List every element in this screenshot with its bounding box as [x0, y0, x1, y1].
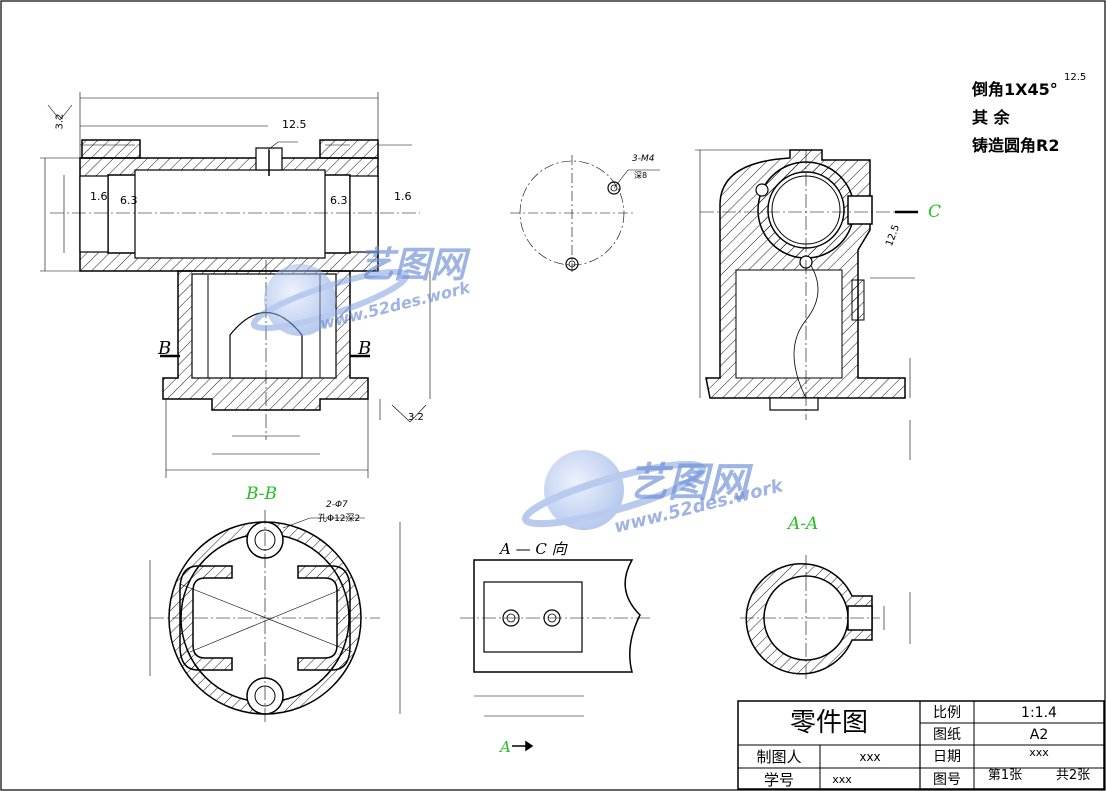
watermark-logo [250, 264, 707, 530]
title-drawing-no-label: 图号 [933, 772, 961, 788]
title-sheet-value: A2 [1029, 727, 1049, 743]
note-chamfer: 倒角1X45° [972, 80, 1058, 99]
view-ac [460, 559, 650, 752]
view-ac-label: A — C 向 [500, 540, 567, 558]
title-drawn-by-label: 制图人 [756, 748, 802, 766]
section-aa-view [740, 555, 911, 680]
cut-a-arrow-label: A [500, 738, 511, 756]
roughness-6-3-right: 6.3 [330, 194, 348, 207]
roughness-3-2-base: 3.2 [408, 412, 424, 423]
hole-note-bottom: 深8 [634, 171, 648, 180]
hole-pattern-view [510, 155, 660, 272]
title-date-value: xxx [1029, 746, 1049, 759]
note-fillet: 铸造圆角R2 [972, 136, 1060, 155]
front-view-dimensions [40, 92, 431, 478]
title-scale-value: 1:1.4 [1021, 705, 1057, 721]
section-bb-label: B-B [246, 484, 278, 504]
title-scale-label: 比例 [933, 705, 961, 721]
roughness-3-2-top: 3.2 [54, 113, 66, 130]
hole-bb-note-bottom: 孔Φ12深2 [318, 514, 361, 524]
section-c-label: C [928, 202, 942, 222]
title-sheet-label: 图纸 [933, 727, 961, 743]
roughness-6-3-left: 6.3 [120, 194, 138, 207]
title-block-grid [737, 700, 1105, 790]
title-drawn-by-value: xxx [859, 750, 881, 764]
watermark-brand-2: 艺图网 [628, 460, 748, 506]
note-rest: 其 余 [972, 108, 1010, 127]
roughness-12-5-front: 12.5 [282, 118, 307, 131]
hole-bb-note-top: 2-Φ7 [326, 500, 348, 510]
roughness-1-6-left: 1.6 [90, 190, 108, 203]
title-sheet-no: 第1张 [987, 768, 1023, 783]
cut-b-left: B [158, 338, 172, 359]
title-part-name: 零件图 [789, 708, 868, 738]
title-student-id-value: xxx [832, 773, 852, 786]
roughness-1-6-right: 1.6 [394, 190, 412, 203]
watermark-brand: 艺图网 [358, 245, 467, 286]
note-chamfer-roughness: 12.5 [1064, 72, 1087, 83]
title-student-id-label: 学号 [763, 771, 794, 789]
section-aa-label: A-A [788, 514, 819, 534]
side-view [695, 149, 920, 460]
title-sheet-total: 共2张 [1055, 768, 1091, 783]
section-bb-view [149, 510, 401, 725]
title-date-label: 日期 [933, 749, 961, 765]
hole-note-top: 3-M4 [632, 154, 655, 164]
front-view [50, 139, 420, 440]
cut-b-right: B [358, 338, 372, 359]
